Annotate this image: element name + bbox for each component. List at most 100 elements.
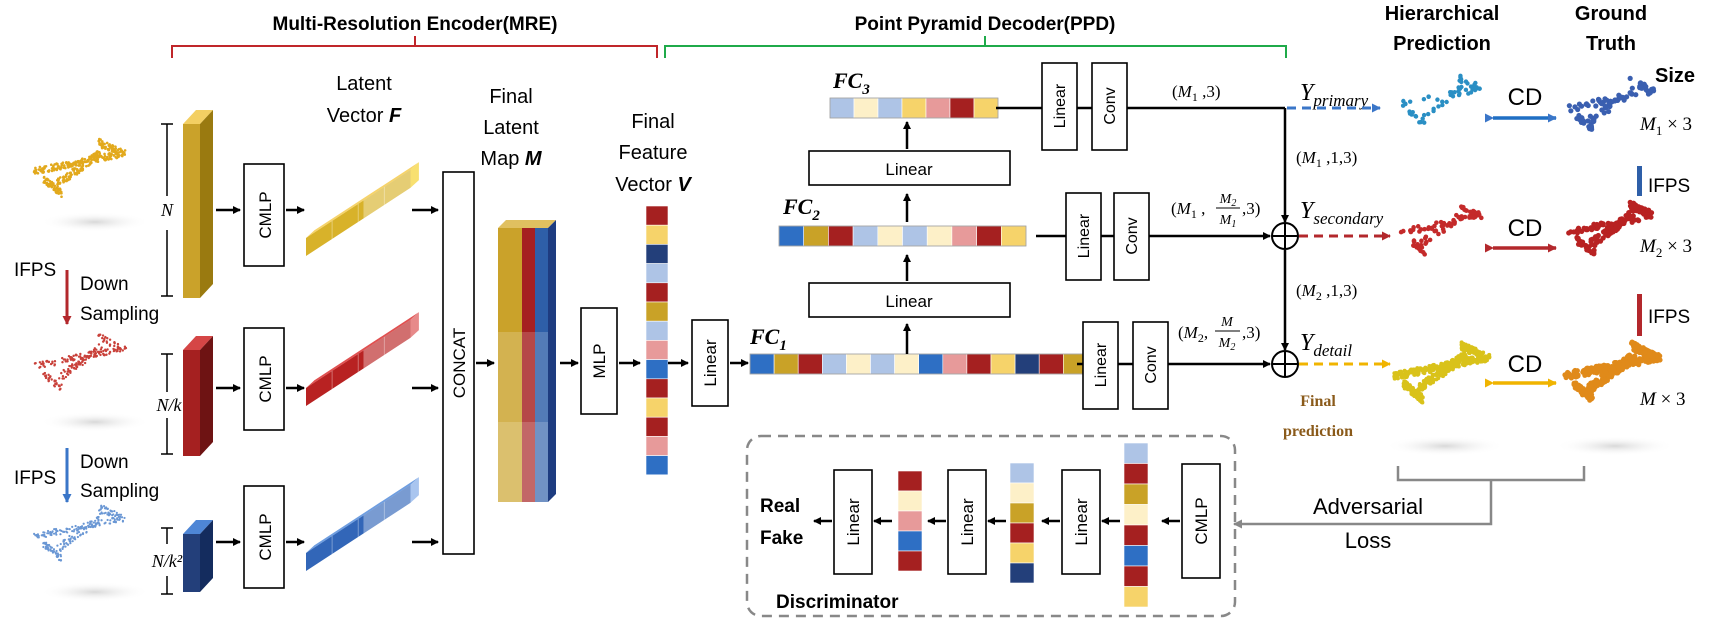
mlp-label: MLP bbox=[590, 344, 609, 379]
input-cloud-n-k bbox=[33, 333, 150, 432]
disc-vector-1 bbox=[1123, 442, 1149, 608]
vector-cell bbox=[846, 353, 871, 375]
conv-label-detail: Conv bbox=[1143, 346, 1160, 383]
vector-cell bbox=[1123, 504, 1149, 526]
conv-block-detail bbox=[1132, 321, 1169, 410]
vector-cell bbox=[1123, 565, 1149, 587]
cmlp-label-2: CMLP bbox=[256, 355, 275, 402]
discriminator-label: Discriminator bbox=[776, 592, 899, 613]
dim-label-n-k2: N/k² bbox=[151, 551, 183, 571]
linear-block-detail bbox=[1082, 321, 1119, 410]
vector-cell bbox=[749, 353, 775, 375]
adversarial-bracket bbox=[1246, 466, 1586, 526]
vector-cell bbox=[918, 353, 944, 375]
svg-text:,3): ,3) bbox=[1242, 199, 1260, 218]
vector-cell bbox=[877, 97, 903, 119]
size-m: M × 3 bbox=[1639, 389, 1686, 410]
vector-cell bbox=[990, 353, 1016, 375]
vector-cell bbox=[645, 282, 669, 303]
y-secondary: Ysecondary bbox=[1300, 198, 1384, 228]
concat-block bbox=[442, 171, 475, 555]
vector-cell bbox=[645, 359, 669, 380]
pred-cloud-secondary bbox=[1398, 204, 1484, 257]
final-latent-map-line2: Latent bbox=[483, 117, 539, 139]
input-cloud-n-k2 bbox=[33, 504, 150, 602]
ground-truth-line2: Truth bbox=[1586, 33, 1636, 55]
ifps-label-2: IFPS bbox=[14, 468, 56, 489]
ifps-label-1: IFPS bbox=[14, 260, 56, 281]
latent-vector-f1 bbox=[306, 162, 419, 256]
ground-truth-line1: Ground bbox=[1575, 3, 1647, 25]
linear-label-fc1-fc2: Linear bbox=[885, 292, 933, 311]
latent-vector-label-line1: Latent bbox=[336, 73, 392, 95]
fc3-label: FC3 bbox=[832, 68, 870, 98]
linear-label-secondary: Linear bbox=[1076, 213, 1093, 258]
vector-cell bbox=[645, 244, 669, 264]
size-m2: M2 × 3 bbox=[1639, 236, 1692, 260]
vector-cell bbox=[645, 378, 669, 399]
vector-cell bbox=[1123, 524, 1149, 546]
conv-label-primary: Conv bbox=[1102, 87, 1119, 124]
linear-label-fc2-fc3: Linear bbox=[885, 160, 933, 179]
vector-cell bbox=[645, 436, 669, 456]
encoder-title: Multi-Resolution Encoder(MRE) bbox=[273, 14, 558, 35]
vector-cell bbox=[645, 301, 669, 322]
vector-cell bbox=[901, 97, 927, 119]
vector-cell bbox=[1038, 353, 1064, 375]
gt-cloud-detail bbox=[1555, 339, 1675, 456]
final-prediction-line2: prediction bbox=[1283, 423, 1353, 440]
vector-cell bbox=[1123, 586, 1149, 608]
dim-label-n: N bbox=[160, 200, 174, 220]
vector-cell bbox=[942, 353, 968, 375]
vector-cell bbox=[778, 225, 805, 247]
shape-detail: (M2, bbox=[1178, 323, 1208, 345]
fc1-label: FC1 bbox=[749, 324, 787, 354]
vector-cell bbox=[897, 530, 923, 552]
vector-cell bbox=[1009, 462, 1035, 484]
linear-label-detail: Linear bbox=[1093, 342, 1110, 387]
hierarchical-prediction-line1: Hierarchical bbox=[1385, 3, 1500, 25]
vector-cell bbox=[645, 205, 669, 226]
shape-secondary-fraction: M2 M1 ,3) bbox=[1216, 192, 1260, 230]
vector-cell bbox=[852, 225, 879, 247]
linear-block-primary bbox=[1041, 62, 1078, 151]
adversarial-loss-line1: Adversarial bbox=[1313, 494, 1423, 519]
disc-linear-block-1 bbox=[1061, 469, 1101, 575]
gt-cloud-primary bbox=[1566, 75, 1657, 132]
vector-cell bbox=[973, 97, 999, 119]
fc2-label: FC2 bbox=[782, 194, 820, 224]
vector-cell bbox=[797, 353, 823, 375]
cd-label-secondary: CD bbox=[1508, 215, 1543, 242]
y-primary: Yprimary bbox=[1300, 80, 1369, 110]
ifps-label-gt-1: IFPS bbox=[1648, 176, 1690, 197]
vector-cell bbox=[949, 97, 975, 119]
final-latent-map bbox=[498, 220, 556, 502]
ifps-arrow-1 bbox=[1637, 166, 1642, 196]
svg-text:M2: M2 bbox=[1218, 336, 1236, 353]
cmlp-block-1 bbox=[243, 163, 285, 267]
cmlp-label-1: CMLP bbox=[256, 191, 275, 238]
disc-linear-block-3 bbox=[833, 469, 873, 575]
final-prediction-line1: Final bbox=[1300, 393, 1336, 410]
vector-cell bbox=[897, 510, 923, 532]
disc-cmlp-label: CMLP bbox=[1192, 497, 1211, 544]
linear-label-main: Linear bbox=[701, 339, 720, 387]
cd-label-detail: CD bbox=[1508, 351, 1543, 378]
cmlp-block-2 bbox=[243, 327, 285, 431]
fc1-vector bbox=[749, 353, 1088, 375]
vector-cell bbox=[1009, 502, 1035, 524]
vector-cell bbox=[870, 353, 895, 375]
vector-cell bbox=[897, 490, 923, 512]
final-latent-map-line3: Map M bbox=[480, 148, 542, 170]
vector-cell bbox=[645, 340, 669, 360]
vector-cell bbox=[897, 470, 923, 492]
vector-cell bbox=[829, 97, 855, 119]
vector-cell bbox=[1009, 522, 1035, 544]
size-header: Size bbox=[1655, 65, 1695, 87]
input-cloud-full bbox=[32, 137, 150, 232]
sampling-label-1: Sampling bbox=[80, 304, 159, 325]
vector-cell bbox=[925, 97, 951, 119]
vector-cell bbox=[897, 550, 923, 572]
vector-cell bbox=[803, 225, 829, 247]
